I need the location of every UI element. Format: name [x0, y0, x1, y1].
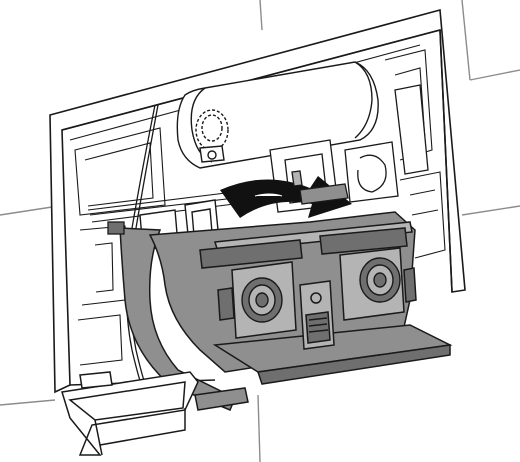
- white-bracket: [61, 371, 199, 456]
- rotate-arrow-icon: [220, 176, 352, 218]
- mounting-pins: [107, 170, 349, 235]
- control-module: [119, 211, 453, 411]
- valve-knob-left-icon: [241, 277, 283, 323]
- valve-knob-right-icon: [359, 257, 401, 303]
